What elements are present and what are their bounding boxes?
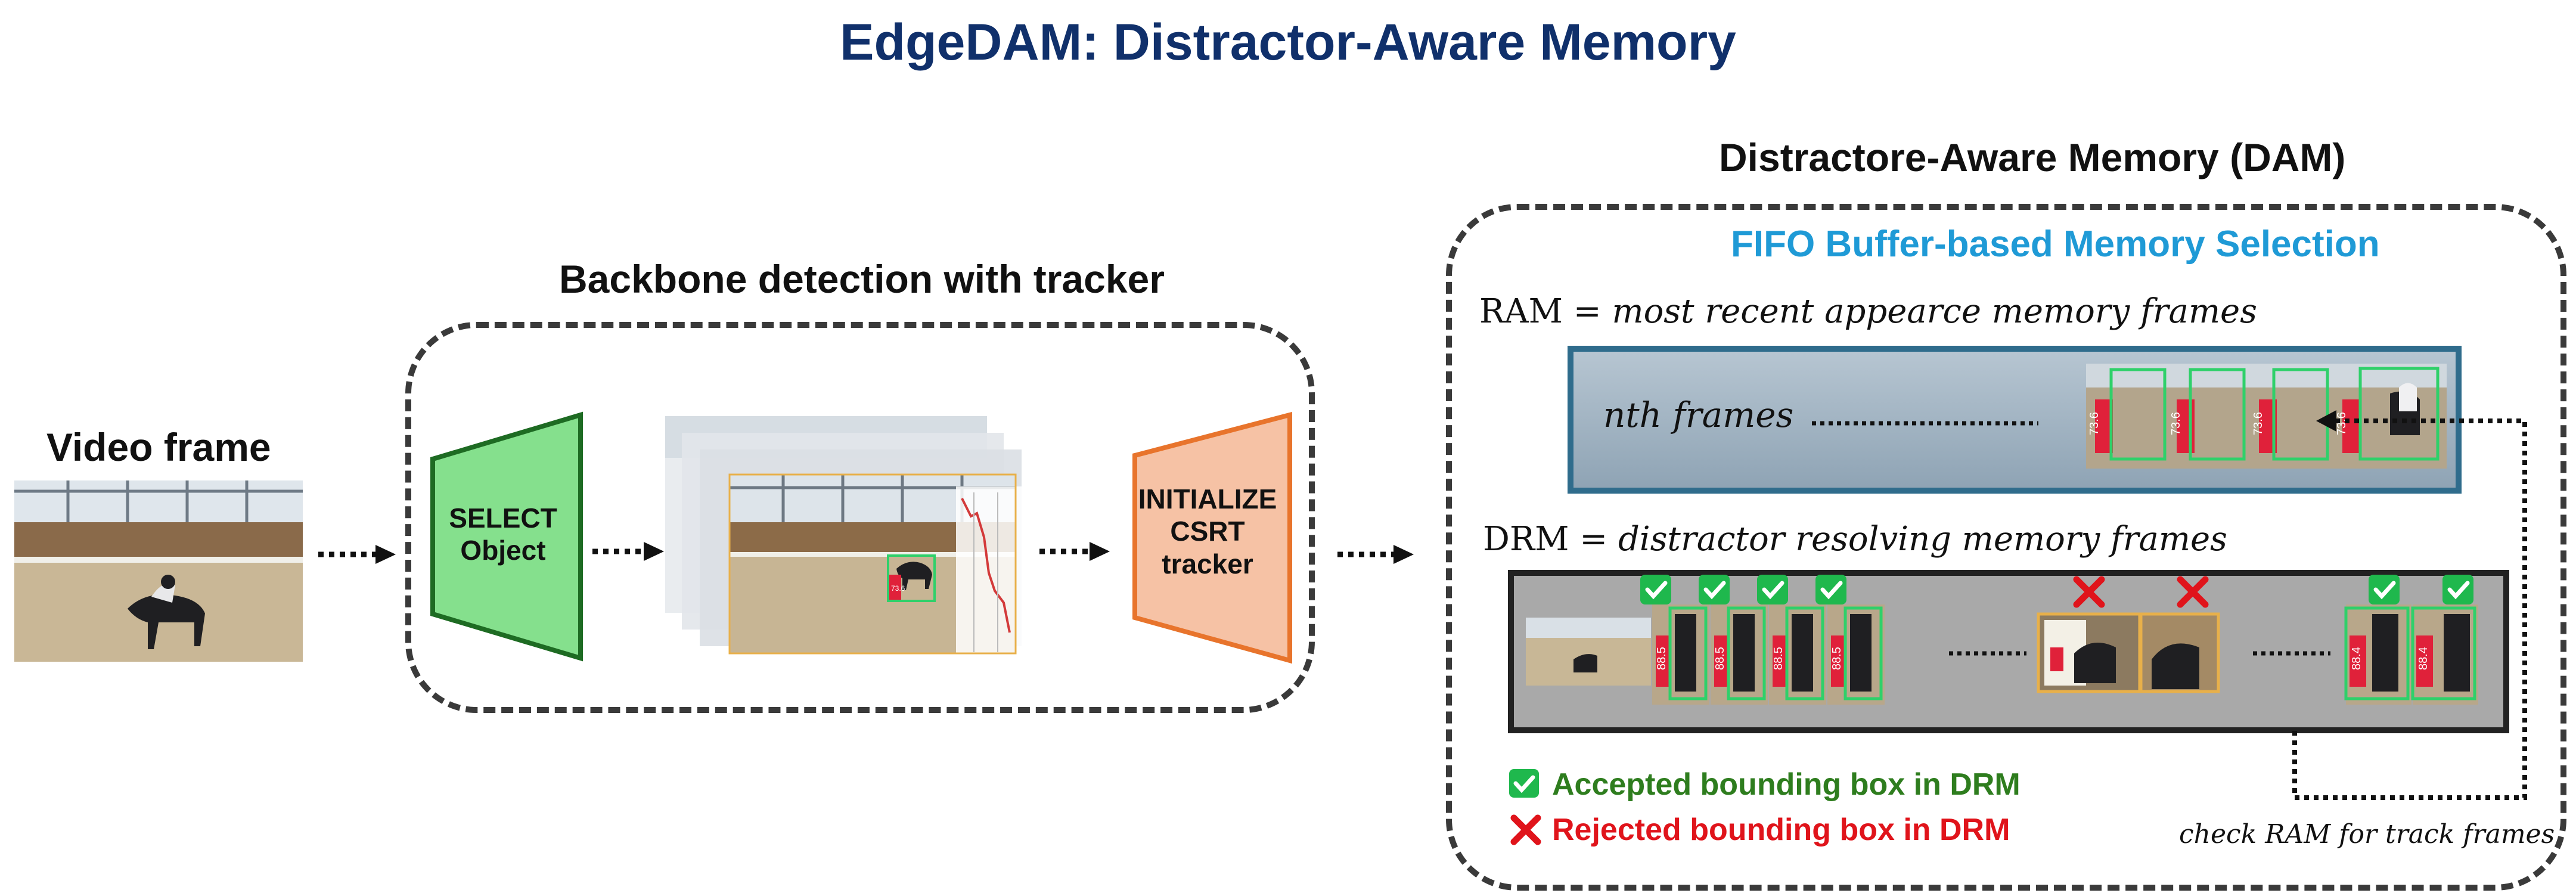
accepted-check-icon [1699, 575, 1730, 604]
backbone-box [405, 322, 1315, 713]
drm-crop-6 [2411, 604, 2478, 705]
select-object-shape [430, 411, 583, 662]
svg-text:88.5: 88.5 [1655, 647, 1668, 670]
ram-crop-1 [2086, 364, 2172, 469]
initialize-csrt-shape [1132, 411, 1292, 664]
legend-accepted-label: Accepted bounding box in DRM [1552, 767, 2021, 802]
rejected-cross-icon [2073, 576, 2105, 608]
dam-heading: Distractore-Aware Memory (DAM) [1719, 135, 2346, 179]
drm-definition: DRM = distractor resolving memory frames [1483, 520, 2227, 559]
rejected-cross-icon [2177, 576, 2209, 608]
svg-text:73.6: 73.6 [2170, 412, 2183, 435]
drm-crop-rejected-1 [2037, 612, 2142, 693]
drm-crop-4 [1827, 604, 1885, 705]
stacked-tracking-frames: 73.6 [665, 416, 1022, 655]
accepted-check-icon [1815, 575, 1846, 604]
legend-check-icon [1509, 769, 1539, 798]
accepted-check-icon [1757, 575, 1788, 604]
legend-rejected-label: Rejected bounding box in DRM [1552, 813, 2010, 847]
drm-crop-1 [1652, 604, 1709, 705]
svg-text:88.5: 88.5 [1830, 647, 1843, 670]
nth-frames-label: nth frames [1603, 395, 1794, 435]
drm-crop-3 [1769, 604, 1826, 705]
video-frame-image [14, 480, 303, 662]
drm-crop-rejected-2 [2139, 612, 2220, 693]
check-ram-feedback-arrow [2292, 410, 2527, 800]
ram-definition: RAM = most recent appearce memory frames [1479, 292, 2257, 331]
check-ram-label: check RAM for track frames [2179, 819, 2555, 850]
initialize-csrt-label: INITIALIZE CSRT tracker [1138, 483, 1277, 579]
svg-text:73.6: 73.6 [2335, 412, 2348, 435]
drm-crop-5 [2344, 604, 2411, 705]
svg-text:73.6: 73.6 [2252, 412, 2265, 435]
drm-crop-2 [1711, 604, 1768, 705]
diagram-title: EdgeDAM: Distractor-Aware Memory [840, 14, 1736, 71]
svg-text:88.5: 88.5 [1714, 647, 1727, 670]
video-frame-label: Video frame [46, 425, 271, 469]
svg-text:88.4: 88.4 [2417, 647, 2430, 670]
arrow-select-to-frames [592, 542, 664, 561]
ram-crop-4 [2339, 364, 2447, 469]
accepted-check-icon [2442, 575, 2473, 604]
legend-cross-icon [1510, 814, 1541, 845]
ram-crop-2 [2172, 364, 2256, 469]
svg-text:88.4: 88.4 [2350, 647, 2363, 670]
svg-text:88.5: 88.5 [1772, 647, 1785, 670]
arrow-video-to-select [318, 545, 396, 564]
fifo-subheading: FIFO Buffer-based Memory Selection [1731, 224, 2380, 265]
select-object-label: SELECT Object [449, 503, 557, 566]
backbone-heading: Backbone detection with tracker [559, 257, 1165, 301]
dam-box [1446, 204, 2566, 891]
accepted-check-icon [2369, 575, 2400, 604]
svg-text:73.6: 73.6 [2088, 412, 2101, 435]
arrow-backbone-to-dam [1337, 545, 1414, 564]
accepted-check-icon [1640, 575, 1671, 604]
arrow-frames-to-csrt [1039, 542, 1110, 561]
drm-memory-panel: 88.5 88.5 88.5 88.5 88.4 88.4 [1508, 570, 2509, 733]
svg-text:73.6: 73.6 [891, 584, 905, 593]
